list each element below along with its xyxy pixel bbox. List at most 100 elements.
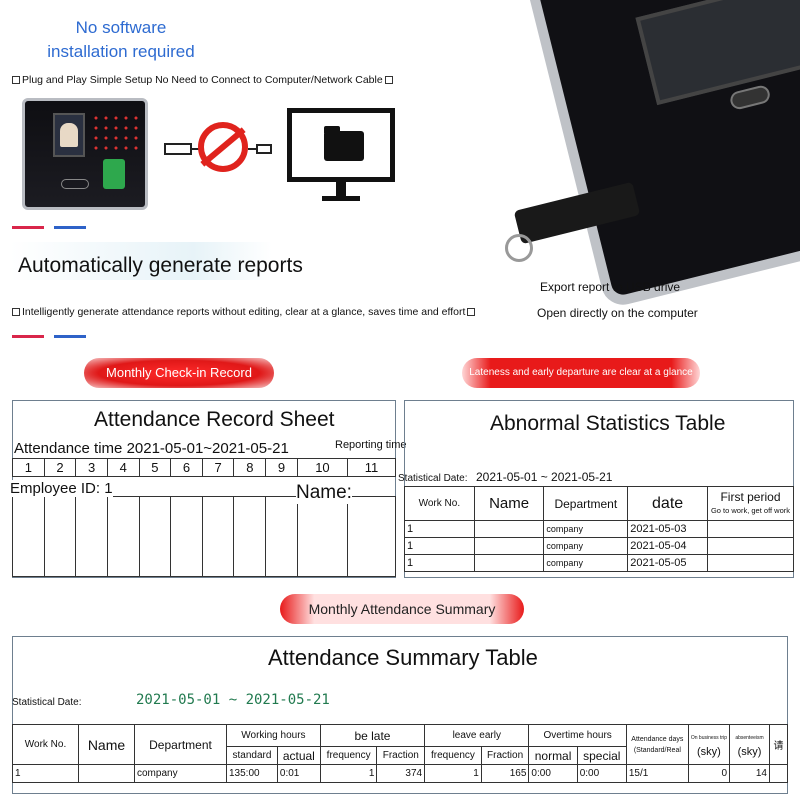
attendance-device-image (22, 98, 148, 210)
bullet-icon (12, 76, 20, 84)
accent-bar-red (12, 226, 44, 229)
device-closeup-image (520, 0, 800, 310)
day-cell: 1 (12, 458, 45, 477)
summary-stat-date-value: 2021-05-01 ~ 2021-05-21 (136, 692, 330, 708)
records-row (12, 496, 396, 577)
keypad-icon (91, 113, 143, 153)
abnormal-title: Abnormal Statistics Table (490, 412, 726, 435)
folder-icon (324, 131, 364, 161)
col-ot-special: special (576, 746, 627, 765)
col-first-period: First period Go to work, get off work (706, 486, 795, 521)
summary-header-row-1: Work No. Name Department Working hours b… (12, 724, 788, 765)
abnormal-stat-date-value: 2021-05-01 ~ 2021-05-21 (476, 470, 613, 484)
col-on-business: On business trip (sky) (687, 724, 731, 765)
device-button-icon (61, 179, 89, 189)
attendance-days-label: Attendance days (631, 735, 684, 743)
day-cell: 4 (106, 458, 140, 477)
intelligent-text: Intelligently generate attendance report… (22, 306, 466, 318)
intelligent-line: Intelligently generate attendance report… (12, 306, 477, 318)
col-department: Department (543, 486, 629, 521)
day-cell: 7 (201, 458, 235, 477)
col-early-frequency: frequency (424, 746, 482, 765)
col-late-fraction: Fraction (376, 746, 426, 765)
first-period-sub: Go to work, get off work (710, 505, 791, 515)
sky-unit: (sky) (737, 745, 762, 758)
col-be-late: be late (319, 724, 426, 747)
fingerprint-sensor-icon (728, 83, 772, 111)
cell-standard: 135:00 (226, 764, 278, 783)
cell-work-no: 1 (12, 764, 79, 783)
col-late-frequency: frequency (319, 746, 378, 765)
summary-panel (12, 636, 788, 794)
lateness-pill: Lateness and early departure are clear a… (462, 358, 700, 388)
abnormal-table: Work No. Name Department date First peri… (404, 486, 795, 572)
auto-reports-heading: Automatically generate reports (18, 254, 303, 277)
cell-department: company (543, 554, 629, 572)
record-sheet-title: Attendance Record Sheet (94, 408, 335, 431)
day-cell: 6 (170, 458, 203, 477)
cell-date: 2021-05-04 (627, 537, 708, 555)
device-screen (635, 0, 800, 106)
days-header-row: 1 2 3 4 5 6 7 8 9 10 11 (12, 458, 396, 477)
col-work-no: Work No. (12, 724, 79, 765)
cell-ot-special: 0:00 (576, 764, 627, 783)
col-attendance-days: Attendance days (Standard/Real (625, 724, 689, 765)
day-cell: 10 (296, 458, 349, 477)
col-name: Name (473, 486, 545, 521)
abnormal-stat-date-label: Statistical Date: (398, 473, 468, 484)
table-row: 1 company 135:00 0:01 1 374 1 165 0:00 0… (12, 764, 788, 783)
monitor-stand-icon (336, 182, 346, 196)
reporting-time-label: Reporting time (335, 439, 407, 451)
accent-bar-blue (54, 335, 86, 338)
cable-icon (248, 148, 256, 150)
monthly-summary-pill: Monthly Attendance Summary (280, 594, 524, 624)
col-overtime: Overtime hours (528, 724, 627, 747)
summary-table: Work No. Name Department Working hours b… (12, 724, 788, 783)
no-install-heading: No software installation required (47, 18, 195, 61)
summary-stat-date-label: Statistical Date: (12, 697, 82, 708)
cell-absenteeism: 14 (729, 764, 770, 783)
plug-play-text: Plug and Play Simple Setup No Need to Co… (22, 74, 383, 86)
cell-early-frequency: 1 (424, 764, 482, 783)
monitor-icon (287, 108, 395, 182)
headline-band (10, 242, 272, 280)
sky-unit: (sky) (697, 745, 721, 758)
day-cell: 5 (138, 458, 172, 477)
usb-ring-icon (505, 234, 533, 262)
col-extra: 请 (769, 724, 788, 765)
cell-late-frequency: 1 (319, 764, 378, 783)
day-cell: 9 (265, 458, 298, 477)
folder-tab-icon (324, 126, 340, 133)
plug-play-line: Plug and Play Simple Setup No Need to Co… (12, 74, 395, 86)
col-actual: actual (276, 746, 321, 765)
col-date: date (627, 486, 708, 521)
open-directly-caption: Open directly on the computer (537, 306, 698, 320)
record-attendance-time: Attendance time 2021-05-01~2021-05-21 (14, 440, 289, 457)
on-business-label: On business trip (690, 734, 727, 741)
summary-title: Attendance Summary Table (268, 645, 538, 670)
day-cell: 11 (347, 458, 396, 477)
col-standard: standard (226, 746, 278, 765)
cell-work-no: 1 (404, 537, 475, 555)
bullet-icon (384, 76, 393, 84)
bullet-icon (12, 308, 20, 316)
usb-plug-icon (164, 143, 192, 155)
cell-work-no: 1 (404, 520, 475, 538)
cell-attendance-days: 15/1 (625, 764, 689, 783)
cell-department: company (134, 764, 227, 783)
day-cell: 3 (75, 458, 108, 477)
table-row: 1 company 2021-05-03 (404, 520, 795, 538)
bullet-icon (467, 308, 476, 316)
col-name: Name (78, 724, 135, 765)
record-days-table: 1 2 3 4 5 6 7 8 9 10 11 (12, 458, 396, 577)
accent-bar-red (12, 335, 44, 338)
col-department: Department (134, 724, 227, 765)
cell-work-no: 1 (404, 554, 475, 572)
col-work-no: Work No. (404, 486, 475, 521)
device-screen (53, 113, 85, 157)
cell-early-fraction: 165 (480, 764, 530, 783)
prohibited-icon (198, 122, 248, 172)
col-absenteeism: absenteeism (sky) (729, 724, 770, 765)
summary-header-row-2: standard actual frequency Fraction frequ… (13, 746, 788, 765)
